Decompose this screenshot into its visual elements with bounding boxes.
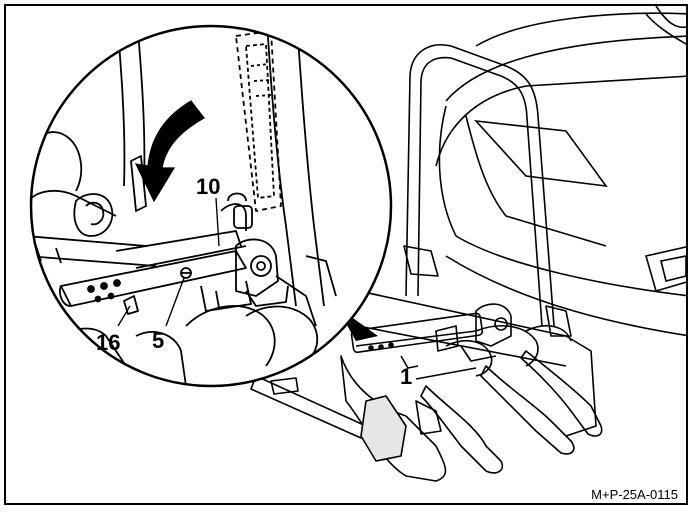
leader-line-1 bbox=[415, 367, 477, 380]
figure-frame: 10 5 16 1 M+P-25A-0115 bbox=[4, 4, 688, 505]
callout-1: 1 bbox=[400, 364, 412, 389]
callout-10: 10 bbox=[196, 174, 220, 199]
bike-carrier-illustration: 10 5 16 1 M+P-25A-0115 bbox=[29, 6, 686, 502]
reference-code: M+P-25A-0115 bbox=[591, 487, 678, 502]
carrier-platform bbox=[250, 285, 603, 482]
rotation-arrow bbox=[134, 100, 205, 203]
zoom-circle-border bbox=[29, 24, 393, 388]
carrier-rail-detail bbox=[350, 303, 512, 369]
callout-5: 5 bbox=[152, 328, 164, 353]
leader-line-16 bbox=[117, 305, 131, 327]
zoom-circle-background bbox=[31, 26, 391, 386]
carrier-upright-arch bbox=[403, 44, 572, 337]
leader-line-10 bbox=[215, 197, 220, 247]
leader-line-5 bbox=[165, 277, 185, 327]
car-rear bbox=[435, 6, 686, 337]
callout-16: 16 bbox=[96, 330, 120, 355]
